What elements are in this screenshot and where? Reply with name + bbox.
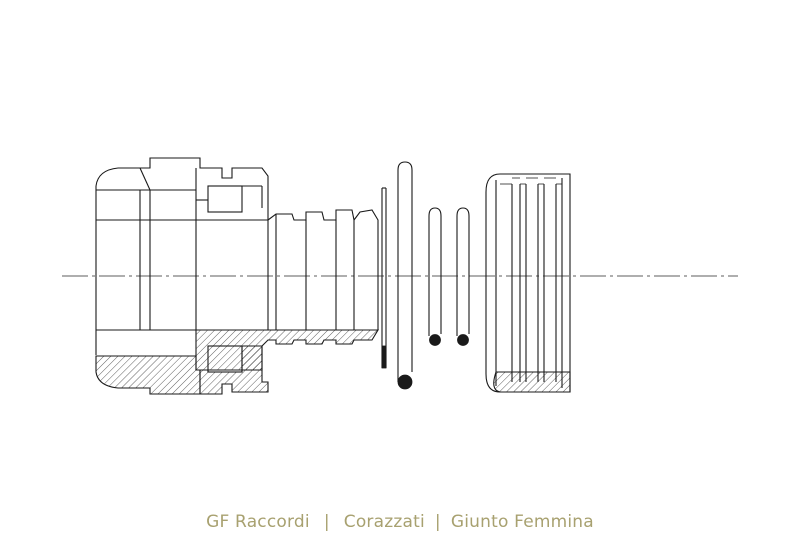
caption-category: Corazzati (343, 512, 425, 532)
caption-product: Giunto Femmina (450, 512, 594, 532)
small-o-ring-2 (456, 207, 470, 346)
technical-drawing (62, 157, 738, 395)
caption-separator: | (434, 512, 441, 532)
caption-bar: GF Raccordi | Corazzati | Giunto Femmina (0, 512, 800, 532)
caption-separator: | (323, 512, 330, 532)
end-cap (485, 173, 571, 393)
fitting-body (95, 157, 379, 395)
large-o-ring (397, 161, 413, 390)
small-o-ring-1 (428, 207, 442, 346)
split-ring (381, 187, 387, 369)
caption-brand: GF Raccordi (206, 512, 310, 532)
